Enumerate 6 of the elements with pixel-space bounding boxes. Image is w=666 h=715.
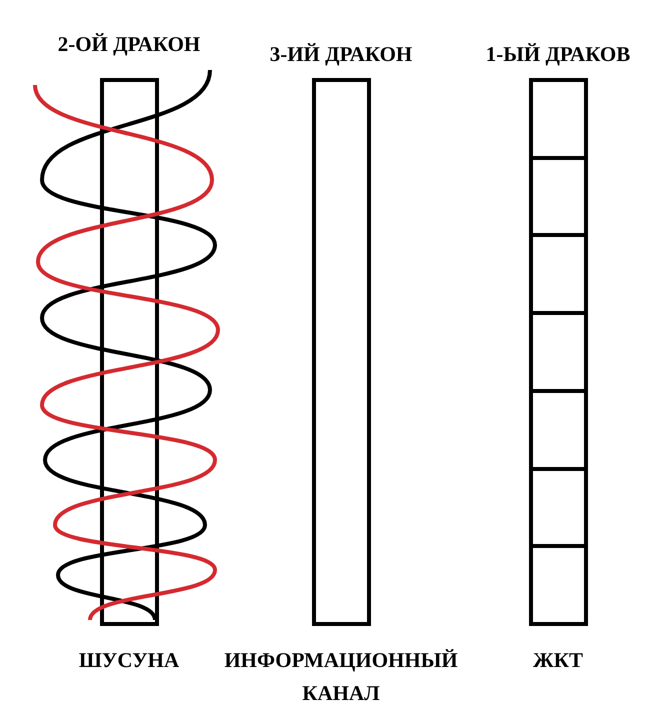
column-heading: 3-ИЙ ДРАКОН (270, 44, 412, 65)
column-heading: 2-ОЙ ДРАКОН (58, 34, 200, 55)
column-heading: 1-ЫЙ ДРАКОВ (486, 44, 630, 65)
column-label: ИНФОРМАЦИОННЫЙ КАНАЛ (223, 647, 459, 707)
column-label: ШУСУНА (78, 647, 180, 674)
column-label: ЖКТ (533, 647, 583, 674)
